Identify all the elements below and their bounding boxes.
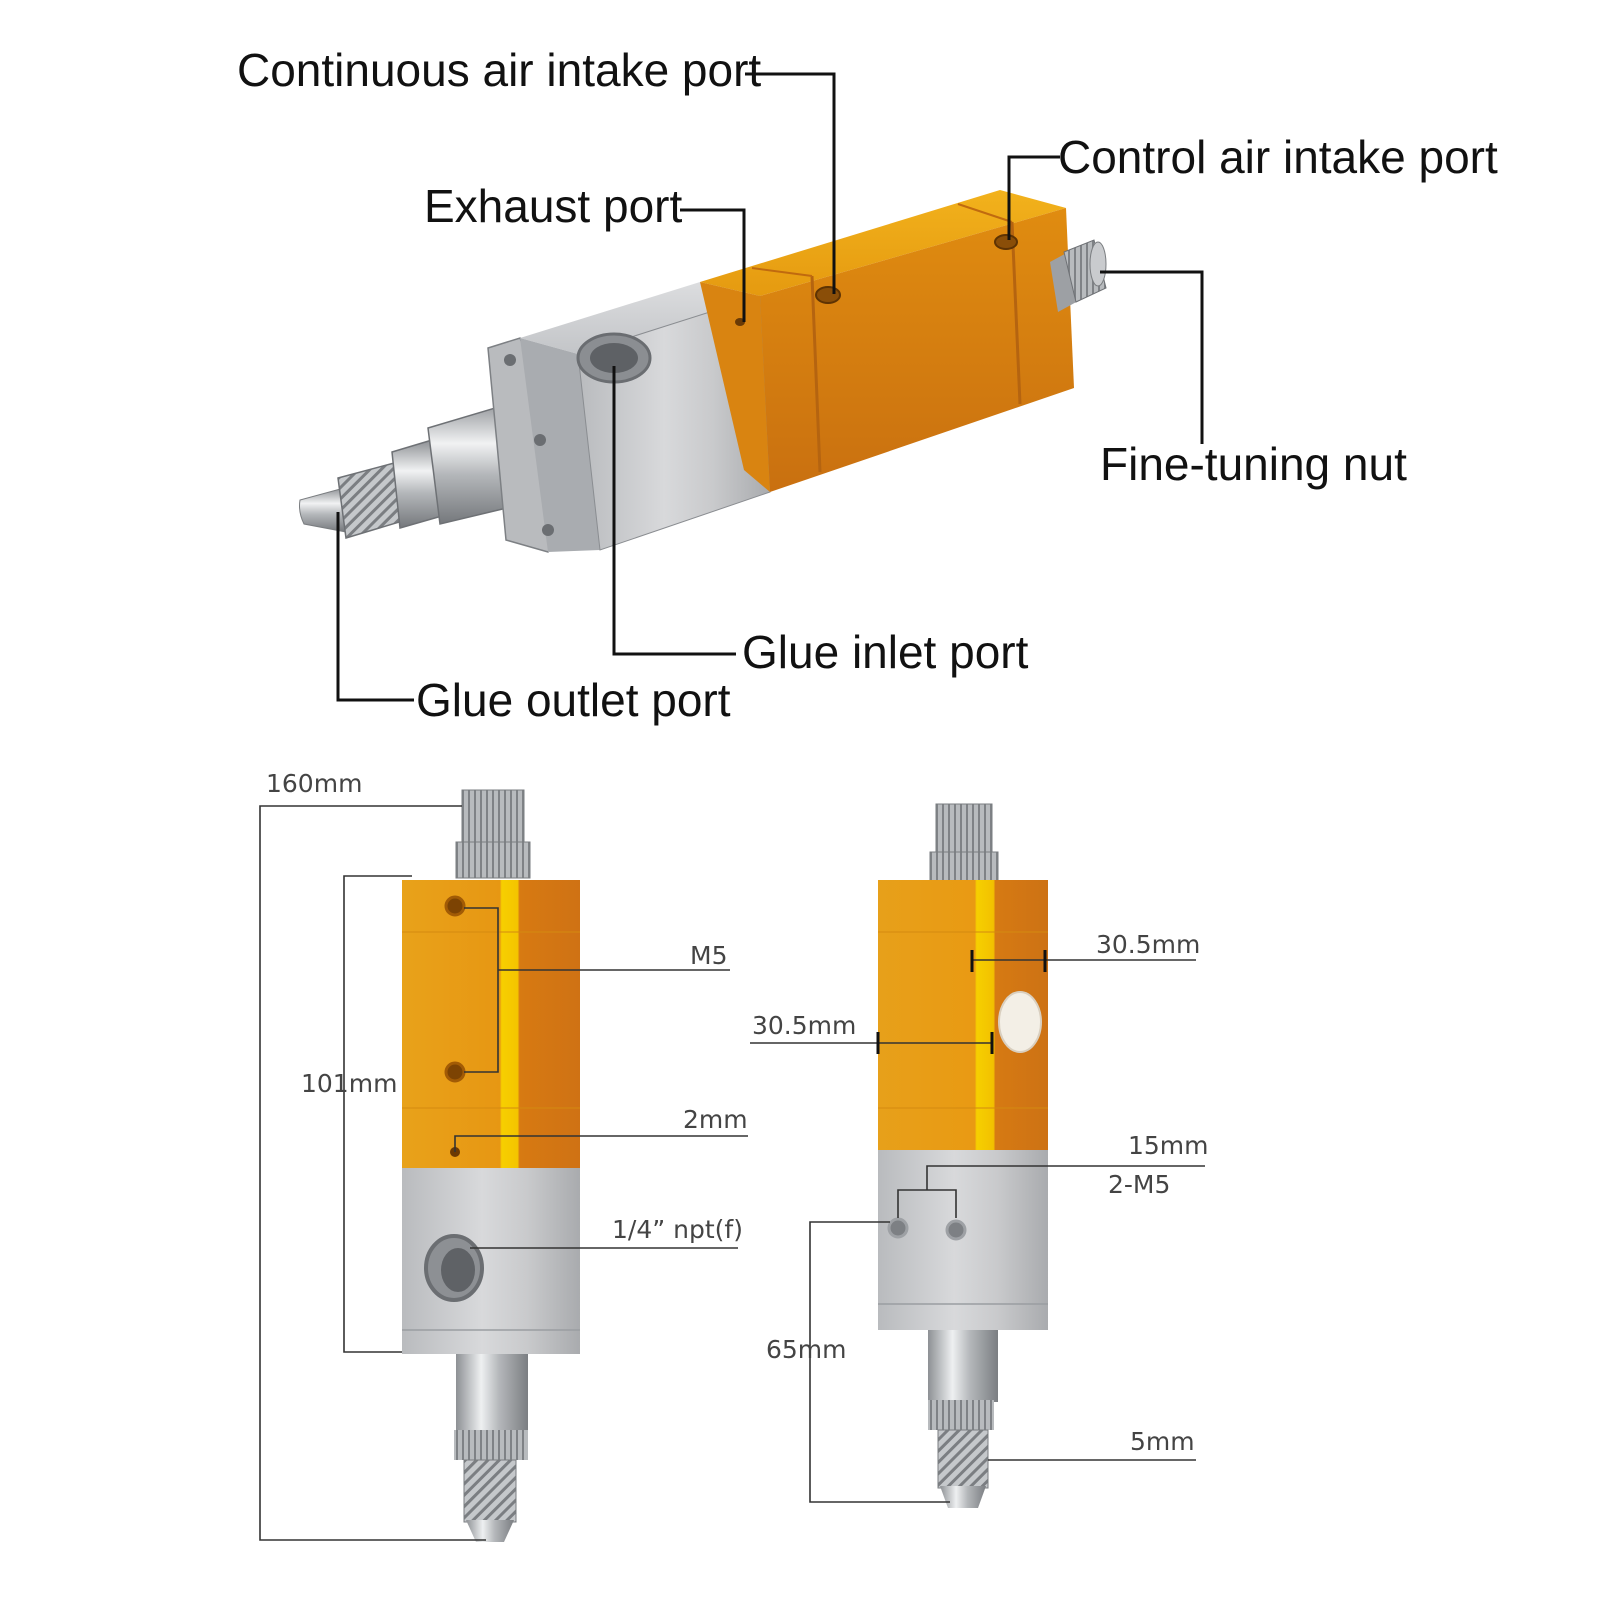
side-nozzle-nut xyxy=(937,1429,989,1489)
dim-label-160mm: 160mm xyxy=(266,769,362,798)
leader-exhaust xyxy=(680,208,746,322)
screw-head xyxy=(534,434,546,446)
dim-label-m5: M5 xyxy=(690,941,727,970)
front-nozzle-nut xyxy=(463,1459,517,1523)
label-exhaust-port: Exhaust port xyxy=(424,180,682,232)
fine-tuning-nut-cap xyxy=(1089,241,1107,287)
air-port-hole-lower xyxy=(444,1061,466,1083)
dim-mount-to-tip xyxy=(809,1221,950,1503)
front-nozzle-tip xyxy=(466,1520,514,1542)
isometric-valve-illustration xyxy=(299,190,1107,553)
leader-glue-inlet xyxy=(612,366,736,656)
segment-seam xyxy=(810,275,822,473)
dim-hole-spacing-leader xyxy=(926,1165,1205,1190)
gold-block-front-edge xyxy=(700,282,770,492)
dim-2mm-leader xyxy=(454,1135,748,1152)
dim-overall-length xyxy=(259,805,486,1541)
side-fine-tuning-nut xyxy=(935,803,993,859)
front-view-valve xyxy=(402,789,580,1542)
leader-continuous-air xyxy=(745,72,836,294)
side-nozzle-tip xyxy=(940,1486,986,1508)
gold-block-top xyxy=(700,190,1066,296)
leader-control-air xyxy=(1007,155,1060,240)
screw-head xyxy=(542,524,554,536)
mount-hole-left xyxy=(887,1217,909,1239)
control-air-port-hole xyxy=(994,234,1018,250)
glue-inlet-bore xyxy=(590,343,638,373)
side-steel-body xyxy=(878,1150,1048,1330)
dim-label-width-side: 30.5mm xyxy=(1096,930,1200,959)
dim-label-2mm: 2mm xyxy=(683,1105,748,1134)
dim-label-15mm: 15mm xyxy=(1128,1131,1209,1160)
label-fine-tuning-nut: Fine-tuning nut xyxy=(1100,438,1407,490)
dim-body-length xyxy=(343,875,412,1353)
front-view-dimensions xyxy=(259,805,748,1541)
dim-m5-bracket xyxy=(464,907,499,1073)
label-glue-inlet-port: Glue inlet port xyxy=(742,626,1029,678)
front-fine-tuning-nut xyxy=(461,789,525,847)
side-view-dimensions xyxy=(750,950,1205,1503)
dim-label-5mm: 5mm xyxy=(1130,1427,1195,1456)
callout-leaders xyxy=(336,72,1204,702)
air-port-hole-upper xyxy=(444,895,466,917)
brand-sticker xyxy=(998,991,1042,1053)
dim-label-2m5: 2-M5 xyxy=(1108,1170,1170,1199)
side-hex-fitting xyxy=(928,1400,994,1430)
glue-inlet-bore xyxy=(441,1248,475,1292)
front-shaft xyxy=(456,1354,528,1432)
side-view-valve xyxy=(878,803,1048,1508)
mount-hole-right xyxy=(945,1219,967,1241)
nozzle-tip xyxy=(299,487,347,533)
dim-label-65mm: 65mm xyxy=(766,1335,847,1364)
dim-label-101mm: 101mm xyxy=(301,1069,397,1098)
steel-block-front xyxy=(520,338,600,552)
label-control-air-intake-port: Control air intake port xyxy=(1058,131,1498,183)
segment-seam xyxy=(957,203,1013,223)
dim-label-width-front: 30.5mm xyxy=(752,1011,856,1040)
front-nut-collar xyxy=(455,841,531,879)
continuous-air-port-hole xyxy=(815,286,841,304)
front-hex-fitting xyxy=(454,1430,528,1460)
leader-glue-outlet xyxy=(336,512,414,702)
leader-fine-tuning xyxy=(1100,270,1204,444)
segment-seam xyxy=(751,267,813,277)
screw-head xyxy=(504,354,516,366)
segment-seam xyxy=(1010,221,1022,405)
steel-block-top xyxy=(520,282,760,354)
side-shaft xyxy=(928,1330,998,1402)
gold-block-side xyxy=(760,208,1074,492)
dim-label-npt: 1/4” npt(f) xyxy=(612,1215,743,1244)
label-continuous-air-intake-port: Continuous air intake port xyxy=(237,44,761,96)
front-gold-body xyxy=(402,880,580,1168)
side-nut-collar xyxy=(929,851,999,883)
label-glue-outlet-port: Glue outlet port xyxy=(416,674,731,726)
